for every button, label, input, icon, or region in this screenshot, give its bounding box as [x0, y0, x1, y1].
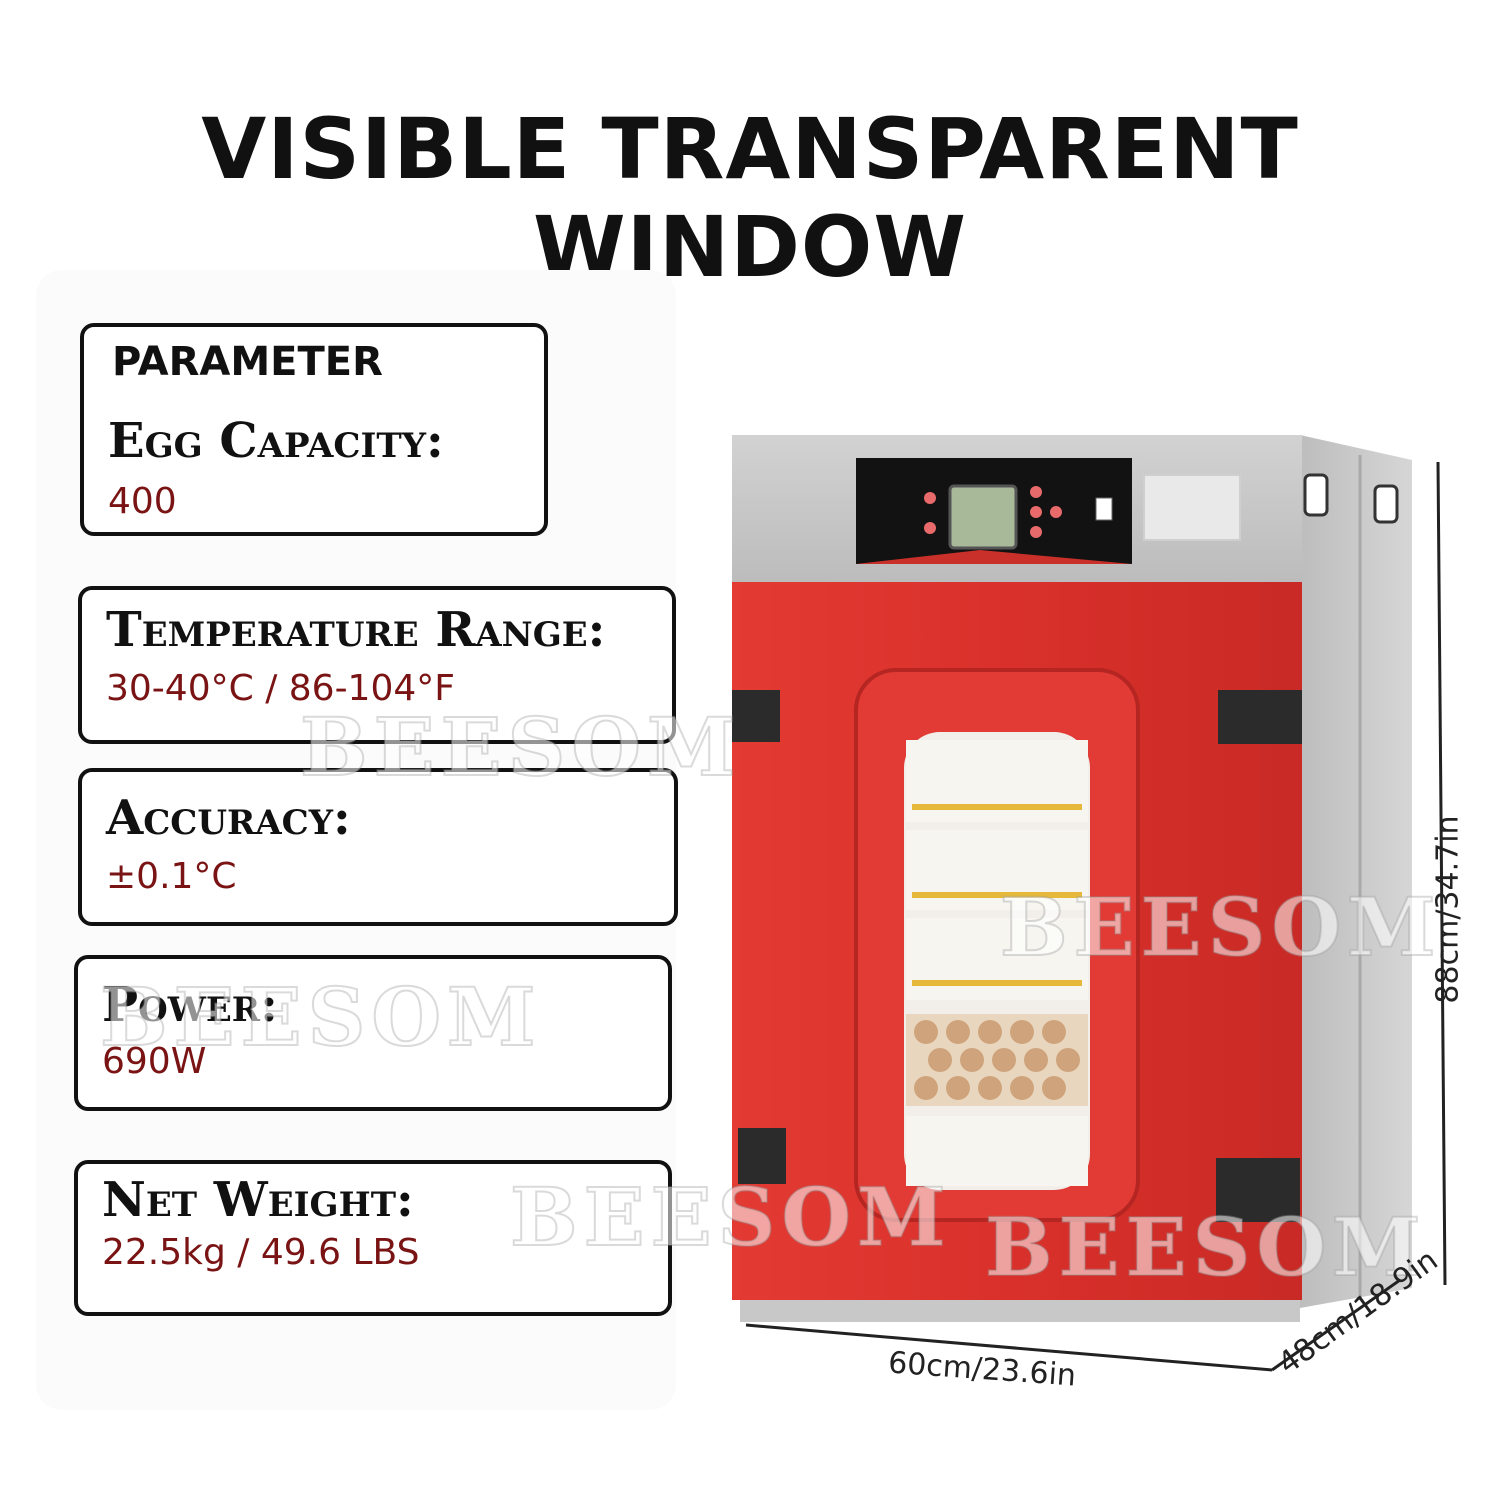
accuracy-value: ±0.1°C — [106, 856, 237, 897]
temperature-range-label: Temperature Range: — [106, 602, 606, 658]
egg-capacity-card: PARAMETER Egg Capacity: 400 — [80, 323, 548, 536]
page-title: VISIBLE TRANSPARENT WINDOW — [201, 100, 1299, 296]
watermark: BEESOM — [299, 699, 742, 795]
watermark: BEESOM — [999, 879, 1442, 975]
watermark: BEESOM — [984, 1199, 1427, 1295]
power-card: Power: 690W — [74, 955, 672, 1111]
net-weight-value: 22.5kg / 49.6 LBS — [102, 1232, 420, 1273]
egg-capacity-value: 400 — [108, 481, 177, 522]
power-value: 690W — [102, 1041, 207, 1082]
incubator-illustration — [732, 435, 1447, 1372]
power-label: Power: — [102, 977, 278, 1033]
height-dimension-label: 88cm/34.7in — [1430, 815, 1466, 1004]
net-weight-card: Net Weight: 22.5kg / 49.6 LBS — [74, 1160, 672, 1316]
parameter-heading: PARAMETER — [112, 339, 383, 385]
accuracy-label: Accuracy: — [106, 790, 351, 846]
accuracy-card: Accuracy: ±0.1°C — [78, 768, 678, 926]
temperature-range-card: Temperature Range: 30-40°C / 86-104°F — [78, 586, 676, 744]
net-weight-label: Net Weight: — [102, 1172, 414, 1228]
egg-capacity-label: Egg Capacity: — [108, 413, 444, 469]
watermark: BEESOM — [99, 969, 542, 1065]
temperature-range-value: 30-40°C / 86-104°F — [106, 668, 455, 709]
watermark: BEESOM — [509, 1169, 952, 1265]
